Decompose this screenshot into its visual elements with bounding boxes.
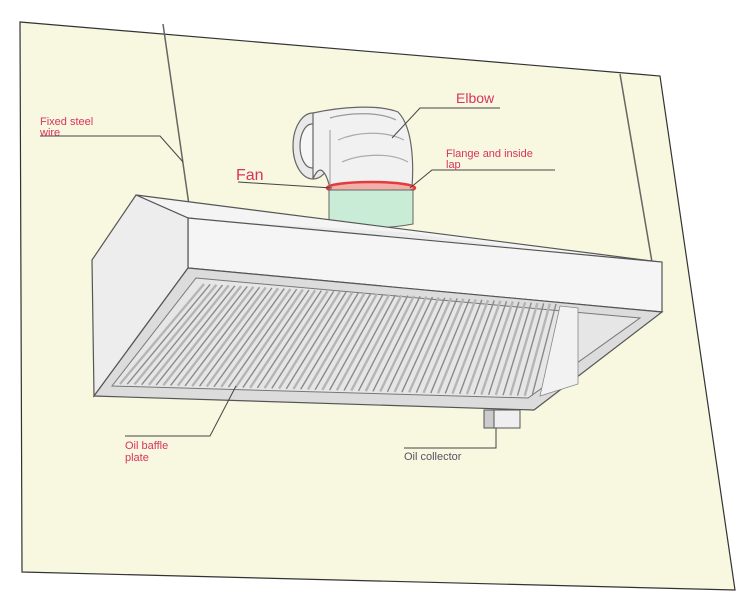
steel-wire-right [619,73,653,263]
baffle-fin [523,303,551,397]
baffle-fin [227,288,298,388]
baffle-fin [220,288,292,388]
baffle-fin [170,286,248,386]
baffle-fin [436,298,477,394]
baffle-fin [198,287,273,387]
baffle-fin [321,293,378,391]
baffle-fin [364,295,416,392]
baffle-fin [213,288,285,388]
baffle-fin [502,302,532,396]
baffle-fin [386,296,434,393]
baffle-fin [249,289,317,389]
steel-wire-left [162,23,191,213]
baffle-fin [372,295,421,392]
label-elbow: Elbow [456,90,495,106]
baffle-fin [147,284,230,386]
baffle-fin [155,285,236,386]
label-oil-baffle-1: Oil baffle [125,440,168,452]
label-oil-baffle-2: plate [125,452,149,464]
baffle-fin [531,303,557,397]
label-flange-1: Flange and inside [446,148,533,160]
baffle-fin [329,293,384,391]
baffle-fin [473,300,508,395]
baffle-fin [487,301,520,395]
baffle-fin [292,291,354,390]
baffle-fin [465,300,502,395]
baffle-fin [430,298,471,394]
baffle-fin [184,286,261,387]
baffle-fin [408,297,453,393]
baffle-fin [516,303,545,396]
baffle-fin [357,295,409,392]
baffle-fin [285,291,347,390]
baffle-fin [335,293,391,391]
leader-lines [40,107,555,449]
baffle-fin [451,299,490,395]
label-flange-2: lap [446,159,461,171]
baffle-fin [263,290,329,389]
elbow-duct [292,106,414,189]
baffle-fin [205,287,280,388]
oil-collector [483,409,521,429]
baffle-fin [278,291,341,390]
baffle-fin [300,292,359,390]
baffle-fin [141,284,224,386]
baffle-fin [480,301,514,395]
baffle-fin [162,285,242,387]
baffle-fin [401,297,446,393]
baffle-fin [444,299,483,394]
baffle-fin [422,298,465,394]
baffle-fin [126,283,211,385]
baffle-fin [191,286,267,387]
baffle-fin [459,300,495,395]
baffle-fin [415,298,458,393]
baffle-fin [119,283,205,385]
baffle-fin [271,290,335,389]
label-fixed-steel-wire-2: wire [39,127,60,139]
baffle-fin [343,294,397,391]
baffle-fin [256,290,322,389]
baffle-fin [306,292,366,391]
baffle-fin [379,296,428,393]
oil-baffle-fins [119,283,557,397]
baffle-fin [242,289,310,388]
baffle-fin [176,286,255,387]
baffle-fin [393,296,440,393]
baffle-fin [350,294,403,392]
label-fixed-steel-wire-1: Fixed steel [40,116,93,128]
baffle-fin [133,283,218,386]
baffle-fin [494,301,527,396]
hood-right-inner [539,305,579,397]
baffle-fin [234,288,304,389]
baffle-fin [314,293,372,391]
label-oil-collector: Oil collector [404,451,462,463]
label-fan: Fan [236,167,264,184]
baffle-fin [509,302,539,396]
